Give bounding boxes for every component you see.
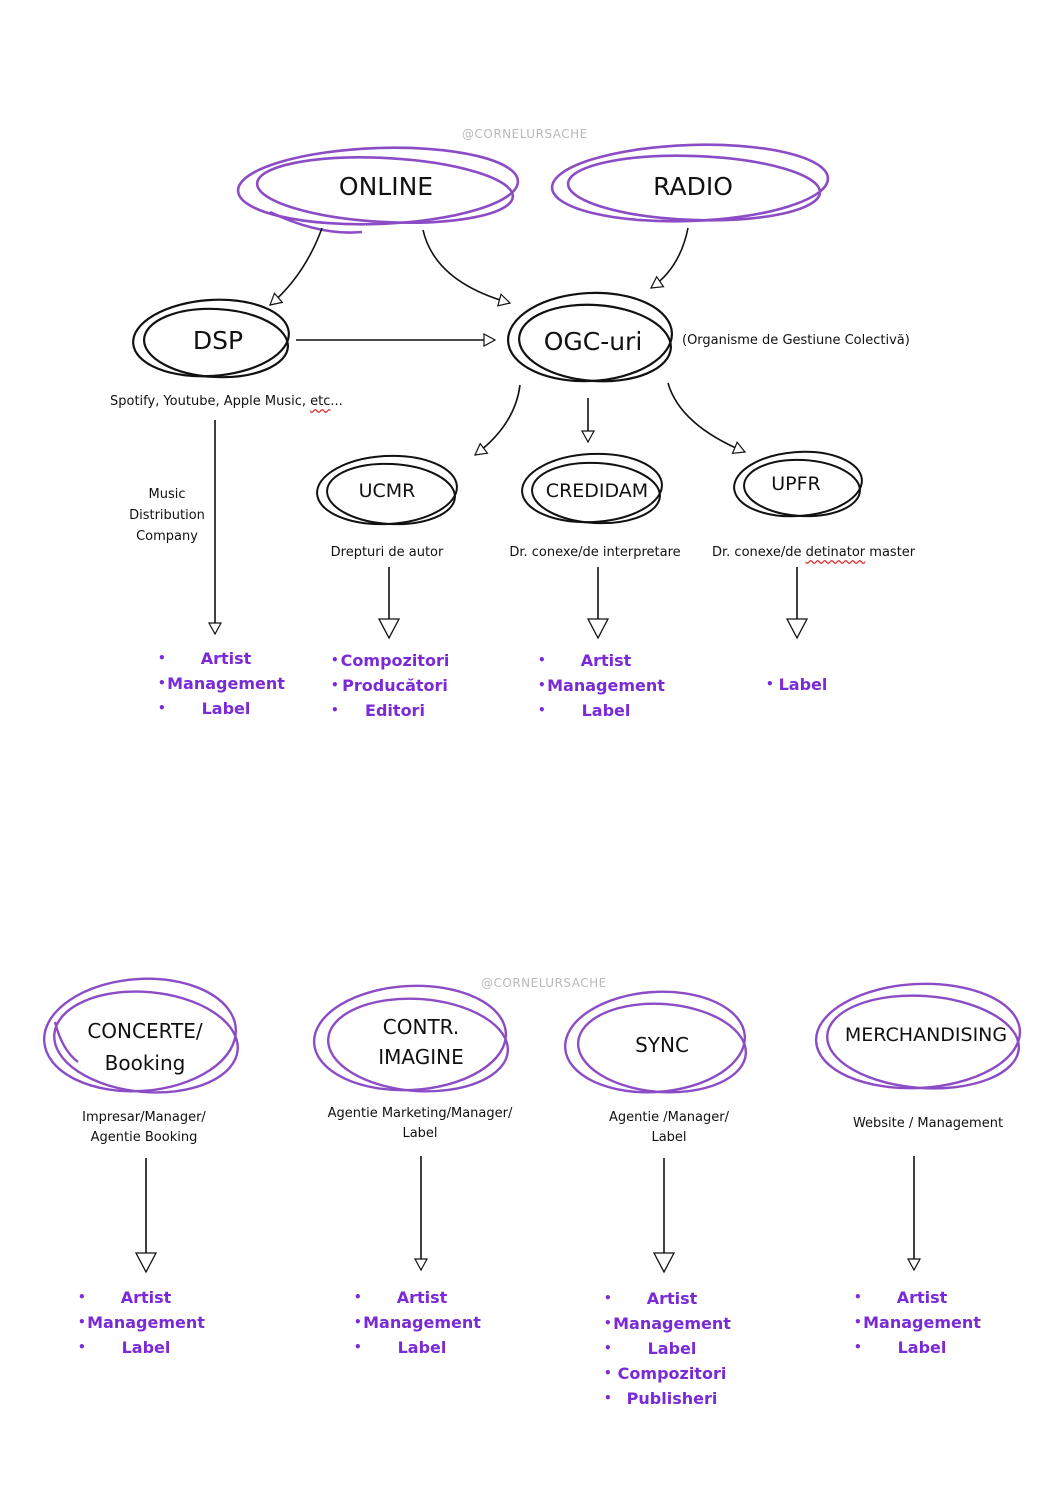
arrow-ogc-upfr — [667, 382, 745, 452]
node-ucmr: UCMR — [358, 480, 416, 502]
sync-description-line2: Label — [651, 1130, 687, 1145]
list-item: Artist — [538, 648, 674, 673]
node-radio: RADIO — [653, 172, 733, 201]
arrow-online-ogc — [422, 229, 510, 303]
list-item: Artist — [854, 1285, 990, 1310]
list-item: Management — [538, 673, 674, 698]
ucmr-description: Drepturi de autor — [330, 545, 444, 560]
dsp-description-ellipsis: ... — [330, 394, 343, 409]
node-contr-line2: IMAGINE — [378, 1045, 464, 1069]
concerte-ellipse — [42, 977, 239, 1094]
list-item: Management — [158, 671, 294, 696]
watermark-bottom: @CORNELURSACHE — [481, 976, 607, 990]
list-item: Artist — [78, 1285, 214, 1310]
node-sync: SYNC — [635, 1033, 689, 1057]
music-distribution-line1: Music — [148, 487, 186, 502]
music-distribution-line3: Company — [136, 529, 198, 544]
upfr-description-pre: Dr. conexe/de — [712, 545, 806, 560]
list-item: Artist — [354, 1285, 490, 1310]
arrow-radio-ogc — [651, 227, 689, 288]
music-distribution-label: Music Distribution Company — [117, 484, 217, 547]
sync-description-line1: Agentie /Manager/ — [609, 1110, 729, 1125]
upfr-description-post: master — [865, 545, 916, 560]
node-upfr: UPFR — [771, 473, 821, 495]
list-item: Label — [604, 1336, 740, 1361]
list-item: Publisheri — [604, 1386, 740, 1411]
watermark-top: @CORNELURSACHE — [462, 127, 588, 141]
ogc-ellipse — [506, 291, 674, 383]
sync-list: Artist Management Label Compozitori Publ… — [604, 1286, 740, 1411]
node-concerte-line1: CONCERTE/ — [87, 1019, 203, 1043]
dsp-description: Spotify, Youtube, Apple Music, etc... — [110, 392, 343, 412]
list-item: Management — [354, 1310, 490, 1335]
sync-ellipse — [563, 990, 748, 1094]
merch-list: Artist Management Label — [854, 1285, 990, 1360]
contr-ellipse — [312, 984, 510, 1093]
node-concerte-line2: Booking — [104, 1051, 186, 1075]
node-contr-line1: CONTR. — [382, 1015, 460, 1039]
dsp-ellipse — [132, 298, 290, 379]
list-item: Artist — [604, 1286, 740, 1311]
music-distribution-line2: Distribution — [129, 508, 205, 523]
contr-description: Agentie Marketing/Manager/ Label — [320, 1104, 520, 1144]
node-concerte: CONCERTE/ Booking — [70, 1015, 220, 1079]
upfr-description-word: detinator — [805, 545, 866, 560]
node-online: ONLINE — [338, 172, 434, 201]
upfr-ellipse — [733, 450, 863, 518]
dsp-rights-list: Artist Management Label — [158, 646, 294, 721]
contr-description-line2: Label — [402, 1126, 438, 1141]
node-ogc: OGC-uri — [543, 327, 643, 356]
node-dsp: DSP — [192, 326, 244, 355]
list-item: Editori — [331, 698, 459, 723]
ucmr-ellipse — [316, 454, 458, 526]
concerte-description-line1: Impresar/Manager/ — [82, 1110, 206, 1125]
ogc-note: (Organisme de Gestiune Colectivă) — [682, 333, 910, 348]
upfr-description: Dr. conexe/de detinator master — [712, 543, 915, 563]
list-item: Compozitori — [604, 1361, 740, 1386]
contr-description-line1: Agentie Marketing/Manager/ — [327, 1106, 513, 1121]
node-contr-imagine: CONTR. IMAGINE — [346, 1012, 496, 1072]
list-item: Label — [354, 1335, 490, 1360]
list-item: Management — [854, 1310, 990, 1335]
radio-ellipse — [550, 143, 830, 223]
list-item: Label — [158, 696, 294, 721]
list-item: Management — [78, 1310, 214, 1335]
dsp-description-etc: etc — [310, 394, 331, 409]
concerte-description-line2: Agentie Booking — [90, 1130, 198, 1145]
credidam-rights-list: Artist Management Label — [538, 648, 674, 723]
list-item: Label — [854, 1335, 990, 1360]
list-item: Label — [538, 698, 674, 723]
concerte-description: Impresar/Manager/ Agentie Booking — [64, 1108, 224, 1148]
merch-ellipse — [814, 982, 1022, 1090]
list-item: Compozitori — [331, 648, 459, 673]
arrow-ogc-ucmr — [475, 384, 521, 455]
node-merchandising: MERCHANDISING — [844, 1024, 1008, 1046]
sync-description: Agentie /Manager/ Label — [594, 1108, 744, 1148]
concerte-list: Artist Management Label — [78, 1285, 214, 1360]
list-item: Label — [766, 672, 840, 697]
list-item: Artist — [158, 646, 294, 671]
online-ellipse — [236, 146, 520, 234]
dsp-description-text: Spotify, Youtube, Apple Music, — [110, 394, 311, 409]
merch-description: Website / Management — [852, 1116, 1004, 1131]
credidam-ellipse — [521, 452, 663, 525]
arrow-online-dsp — [270, 227, 323, 305]
list-item: Management — [604, 1311, 740, 1336]
list-item: Label — [78, 1335, 214, 1360]
list-item: Producători — [331, 673, 459, 698]
node-credidam: CREDIDAM — [545, 480, 649, 502]
contr-list: Artist Management Label — [354, 1285, 490, 1360]
ucmr-rights-list: Compozitori Producători Editori — [331, 648, 459, 723]
credidam-description: Dr. conexe/de interpretare — [509, 545, 681, 560]
upfr-rights-list: Label — [766, 672, 840, 697]
